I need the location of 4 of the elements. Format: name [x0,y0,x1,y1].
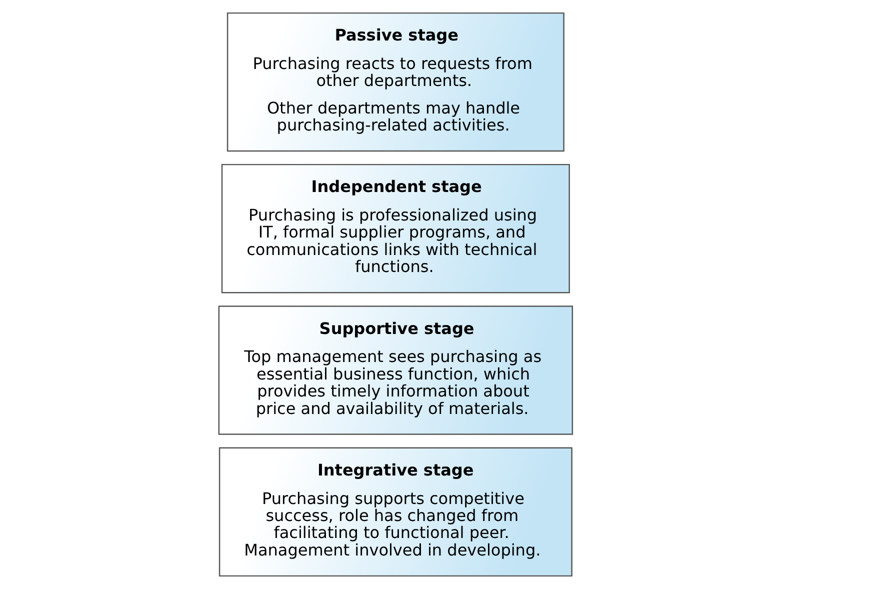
node-box: Passive stage Purchasing reacts to requests from other departments. Other departments may handle purchasing-related activities. [226,12,564,152]
node-box: Independent stage Purchasing is professionalized using IT, formal supplier programs, and communications links with technical functions. [221,164,570,294]
node-box: Integrative stage Purchasing supports competitive success, role has changed from facilitating to functional peer. Management involved in developing. [218,447,572,577]
node-box: Supportive stage Top management sees purchasing as essential business function, which provides timely information about price and availability of materials. [218,306,574,435]
